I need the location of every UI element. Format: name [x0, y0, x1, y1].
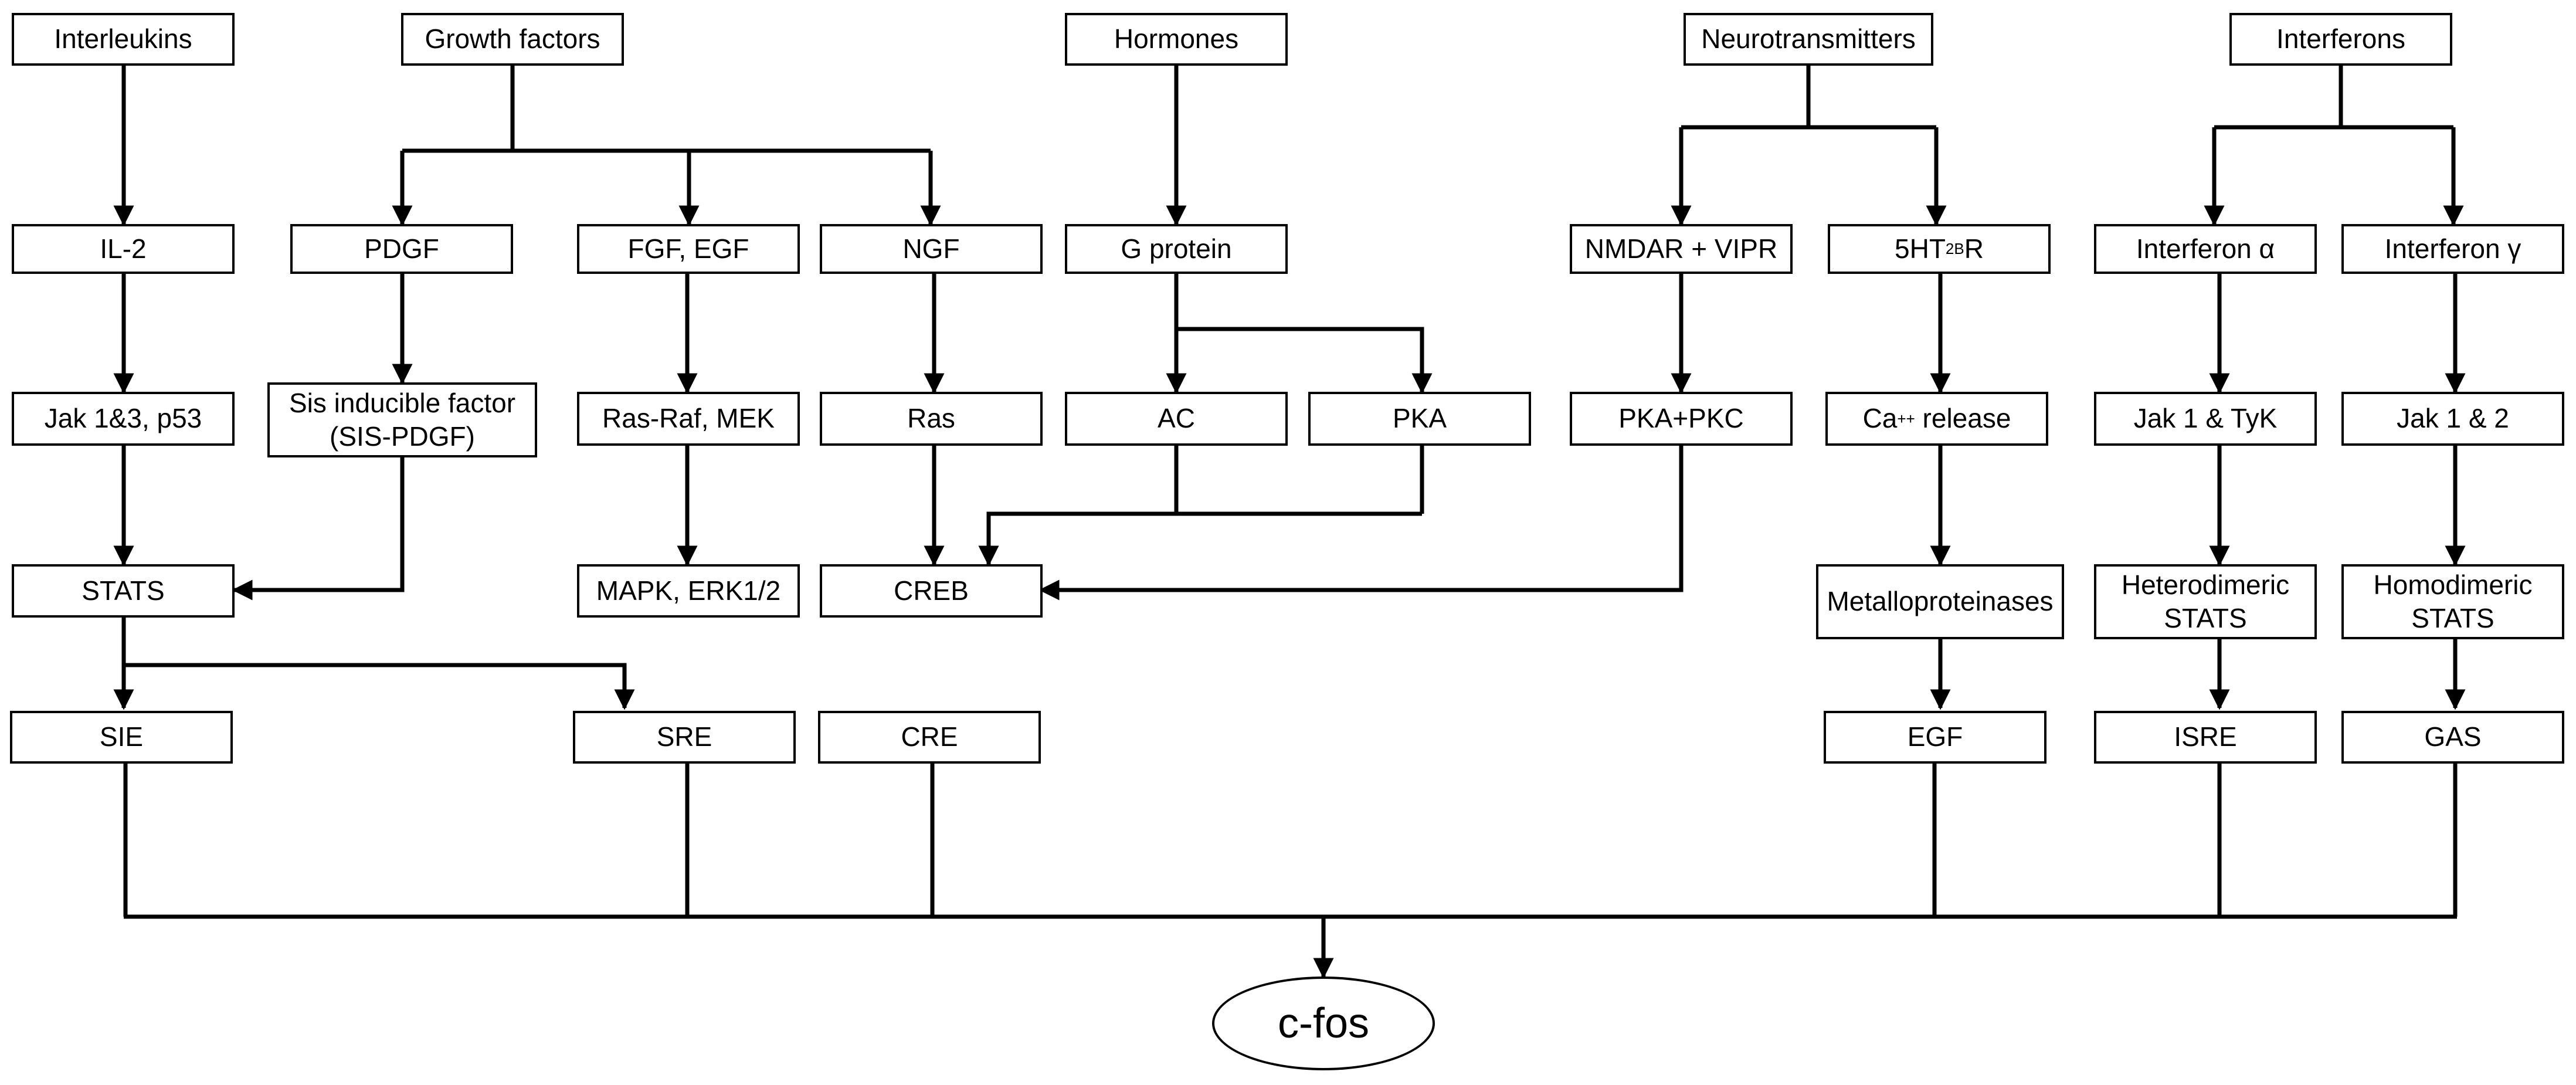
gas-node: GAS	[2341, 711, 2564, 764]
ca-sup: ++	[1897, 409, 1915, 428]
5ht2b-sub: 2B	[1945, 240, 1964, 258]
neurotransmitters-node: Neurotransmitters	[1684, 13, 1933, 66]
egf-node: EGF	[1824, 711, 2046, 764]
creb-node: CREB	[820, 564, 1043, 618]
c-fos-node: c-fos	[1212, 976, 1435, 1070]
pdgf-node: PDGF	[290, 224, 513, 274]
nmdar-vipr-node: NMDAR + VIPR	[1570, 224, 1793, 274]
sie-node: SIE	[10, 711, 233, 764]
ca-release-node: Ca++ release	[1825, 392, 2048, 446]
il2-node: IL-2	[12, 224, 235, 274]
sis-line2: (SIS-PDGF)	[330, 421, 475, 452]
metalloproteinases-node: Metalloproteinases	[1816, 564, 2064, 639]
ca-base: Ca	[1862, 403, 1898, 434]
sis-inducible-factor-node: Sis inducible factor (SIS-PDGF)	[267, 382, 537, 457]
hormones-node: Hormones	[1065, 13, 1288, 66]
interleukins-node: Interleukins	[12, 13, 235, 66]
5ht2b-tail: R	[1964, 233, 1984, 264]
isre-node: ISRE	[2094, 711, 2317, 764]
pka-pkc-node: PKA+PKC	[1570, 392, 1793, 446]
hetero-line1: Heterodimeric	[2121, 569, 2290, 600]
cre-node: CRE	[818, 711, 1041, 764]
stats-node: STATS	[12, 564, 235, 618]
ac-node: AC	[1065, 392, 1288, 446]
homo-line2: STATS	[2411, 603, 2494, 633]
homodimeric-stats-node: Homodimeric STATS	[2341, 564, 2564, 639]
ras-node: Ras	[820, 392, 1043, 446]
sre-node: SRE	[573, 711, 796, 764]
pka-node: PKA	[1308, 392, 1531, 446]
ca-tail: release	[1915, 403, 2011, 434]
heterodimeric-stats-node: Heterodimeric STATS	[2094, 564, 2317, 639]
jak13-p53-node: Jak 1&3, p53	[12, 392, 235, 446]
homo-line1: Homodimeric	[2373, 569, 2533, 600]
jak1-tyk-node: Jak 1 & TyK	[2094, 392, 2317, 446]
fgf-egf-node: FGF, EGF	[577, 224, 800, 274]
interferon-gamma-node: Interferon γ	[2341, 224, 2564, 274]
growth-factors-node: Growth factors	[401, 13, 624, 66]
g-protein-node: G protein	[1065, 224, 1288, 274]
5ht2b-base: 5HT	[1895, 233, 1946, 264]
ras-raf-mek-node: Ras-Raf, MEK	[577, 392, 800, 446]
sis-line1: Sis inducible factor	[289, 387, 516, 418]
interferons-node: Interferons	[2229, 13, 2452, 66]
interferon-alpha-node: Interferon α	[2094, 224, 2317, 274]
hetero-line2: STATS	[2164, 603, 2247, 633]
mapk-erk-node: MAPK, ERK1/2	[577, 564, 800, 618]
ngf-node: NGF	[820, 224, 1043, 274]
jak1-2-node: Jak 1 & 2	[2341, 392, 2564, 446]
